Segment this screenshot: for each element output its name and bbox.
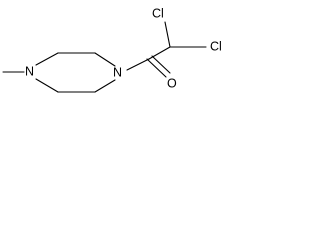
- bonds: [2, 21, 207, 93]
- structure-diagram: N N O Cl Cl: [2, 6, 222, 93]
- atom-labels: N N O Cl Cl: [25, 6, 222, 90]
- bond-ring-top-n4: [94, 52, 116, 67]
- atom-oxygen: O: [167, 76, 177, 90]
- atom-n-methyl: N: [25, 64, 34, 78]
- bond-co-double-inner: [151, 55, 171, 74]
- bond-co-double-outer: [146, 58, 167, 78]
- atom-n-acyl: N: [113, 65, 122, 79]
- bond-n-carbonyl: [126, 58, 150, 71]
- bond-ring-n4-bottom: [94, 79, 116, 93]
- bond-carbonyl-chc: [148, 46, 171, 60]
- atom-chlorine-right: Cl: [210, 39, 222, 53]
- bond-c-cl-left: [164, 21, 171, 48]
- bond-ring-bottom-n1: [35, 78, 59, 93]
- atom-chlorine-left: Cl: [152, 6, 164, 20]
- bond-ring-n1-top: [35, 52, 59, 66]
